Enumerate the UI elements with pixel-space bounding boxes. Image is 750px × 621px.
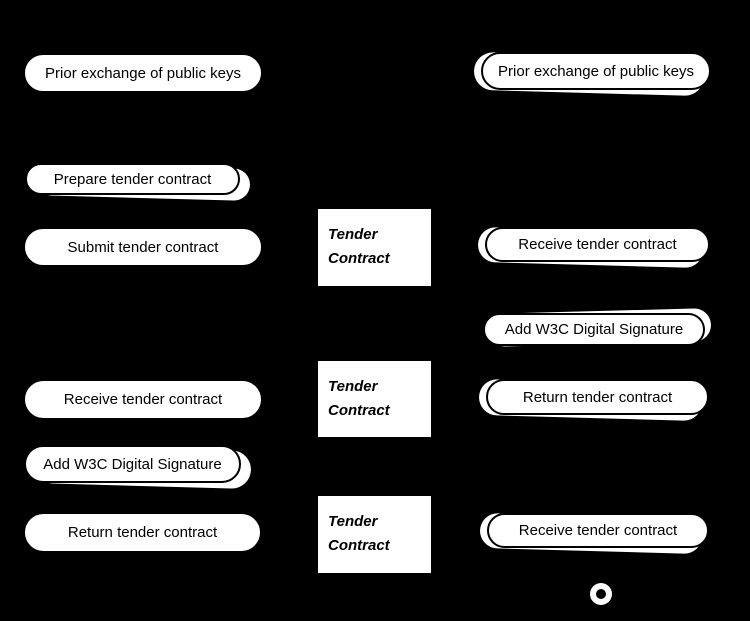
action-add-w3c-digital-signature-right: Add W3C Digital Signature xyxy=(483,308,712,347)
action-prepare-tender-contract: Prepare tender contract xyxy=(25,163,251,201)
object-label-line2: Contract xyxy=(328,537,390,554)
action-receive-tender-contract-right-2: Receive tender contract xyxy=(479,512,709,555)
action-capsule: Prior exchange of public keys xyxy=(481,52,711,90)
activity-final-dot-icon xyxy=(596,589,606,599)
action-label: Receive tender contract xyxy=(518,522,678,539)
object-label-line1: Tender xyxy=(328,226,378,243)
action-label: Return tender contract xyxy=(522,388,673,406)
action-return-tender-contract-right: Return tender contract xyxy=(478,378,709,422)
activity-final-node xyxy=(590,583,612,605)
action-label: Prepare tender contract xyxy=(53,170,212,188)
action-return-tender-contract-left: Return tender contract xyxy=(23,512,262,553)
action-capsule: Receive tender contract xyxy=(23,379,263,420)
action-capsule: Prepare tender contract xyxy=(25,163,240,195)
action-label: Receive tender contract xyxy=(518,236,677,253)
action-label: Prior exchange of public keys xyxy=(45,64,241,82)
object-label-line2: Contract xyxy=(328,402,390,419)
action-label: Add W3C Digital Signature xyxy=(504,321,684,338)
action-receive-tender-contract-right: Receive tender contract xyxy=(477,226,710,269)
action-label: Submit tender contract xyxy=(67,238,219,256)
action-label: Return tender contract xyxy=(67,524,218,541)
action-prior-exchange-public-keys-right: Prior exchange of public keys xyxy=(473,51,711,97)
action-submit-tender-contract: Submit tender contract xyxy=(23,227,263,267)
action-label: Receive tender contract xyxy=(63,391,223,408)
object-tender-contract-3: Tender Contract xyxy=(318,496,431,573)
action-receive-tender-contract-left: Receive tender contract xyxy=(23,379,263,420)
action-capsule: Prior exchange of public keys xyxy=(23,53,263,93)
object-tender-contract-1: Tender Contract xyxy=(318,209,431,286)
action-capsule: Receive tender contract xyxy=(487,513,709,548)
action-capsule: Add W3C Digital Signature xyxy=(24,445,241,483)
action-capsule: Receive tender contract xyxy=(485,227,710,262)
action-label: Add W3C Digital Signature xyxy=(43,455,222,473)
object-label-line1: Tender xyxy=(328,378,378,395)
object-label-line1: Tender xyxy=(328,513,378,530)
action-capsule: Submit tender contract xyxy=(23,227,263,267)
action-capsule: Return tender contract xyxy=(23,512,262,553)
action-add-w3c-digital-signature-left: Add W3C Digital Signature xyxy=(24,444,252,490)
action-label: Prior exchange of public keys xyxy=(498,62,694,80)
action-capsule: Add W3C Digital Signature xyxy=(483,313,705,346)
action-prior-exchange-public-keys-left: Prior exchange of public keys xyxy=(23,53,263,93)
object-tender-contract-2: Tender Contract xyxy=(318,361,431,437)
action-capsule: Return tender contract xyxy=(486,379,709,415)
object-label-line2: Contract xyxy=(328,250,390,267)
